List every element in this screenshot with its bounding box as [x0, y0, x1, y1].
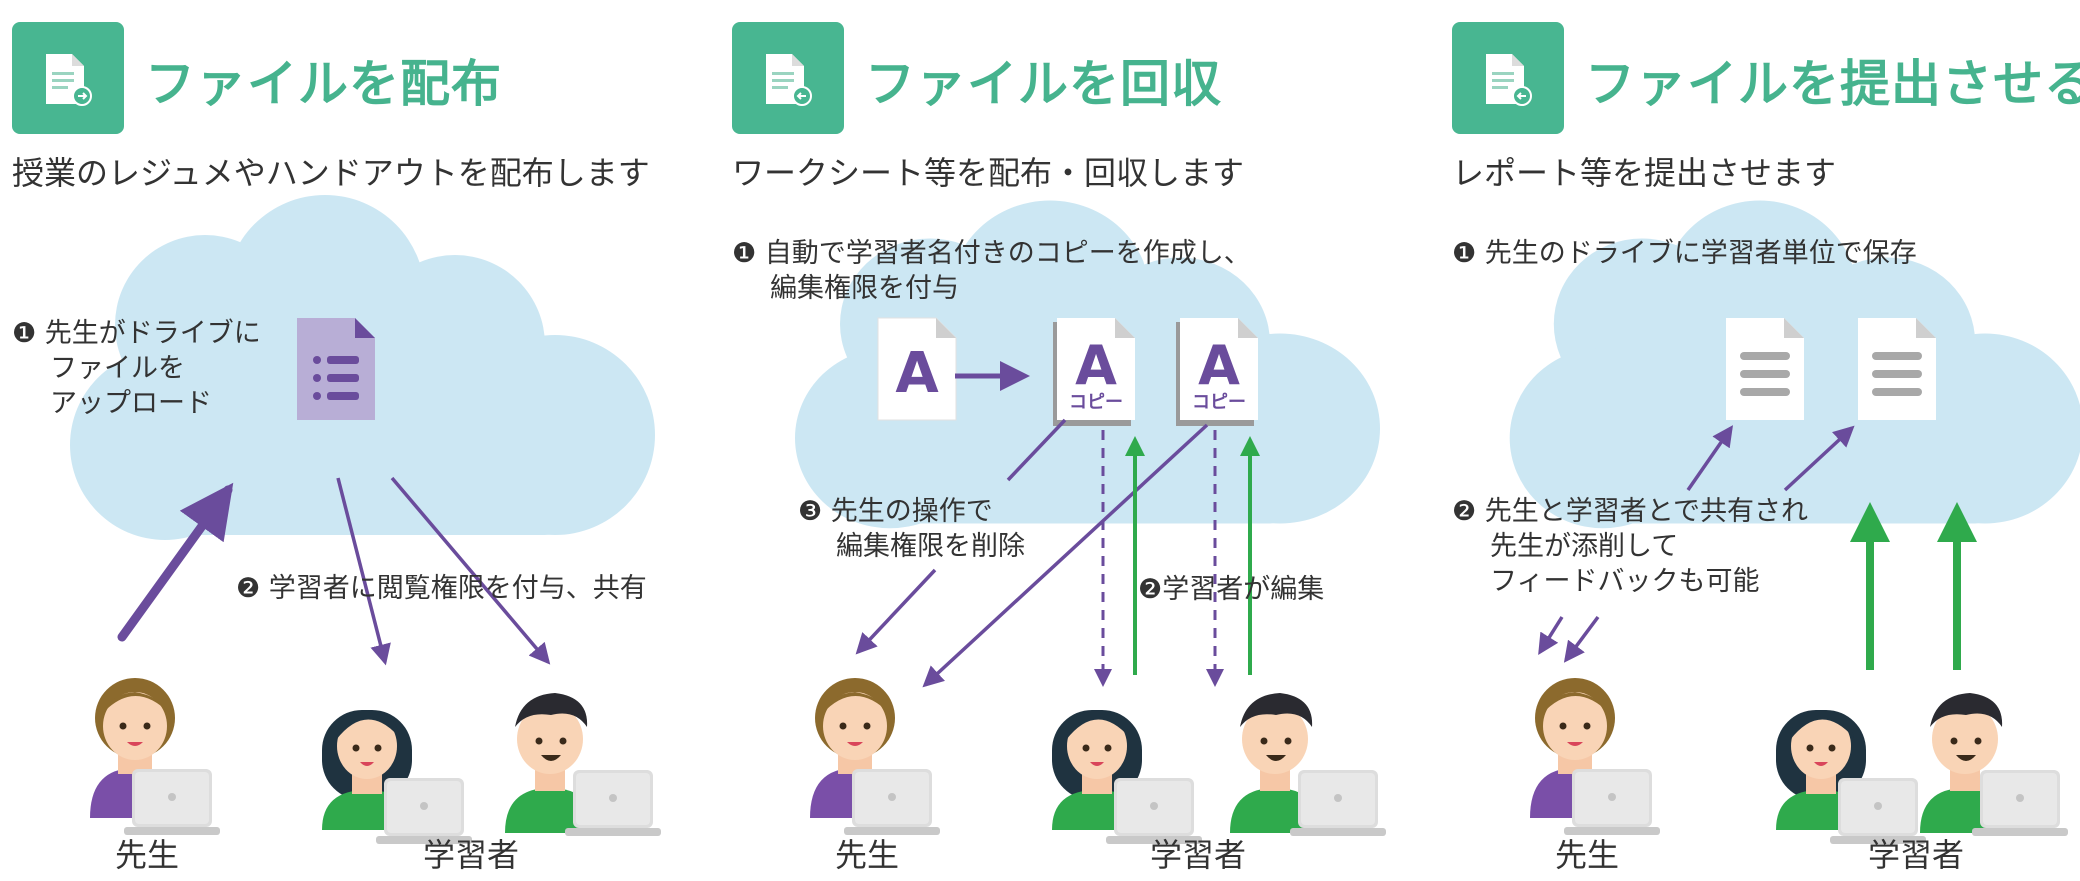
laptop-icon: [844, 769, 940, 835]
student-avatar: [505, 693, 595, 833]
teacher-label: 先生: [835, 836, 899, 874]
student-avatar: [1230, 693, 1320, 833]
svg-text:A: A: [1198, 334, 1240, 397]
panel-subtitle: 授業のレジュメやハンドアウトを配布します: [12, 154, 650, 192]
file-submit-icon: [1452, 22, 1564, 134]
step1-line2: ファイルを: [50, 353, 185, 384]
panel-distribute: ファイルを配布 授業のレジュメやハンドアウトを配布します ❶ 先生がドライブに …: [0, 0, 690, 881]
step1-line1: ❶ 先生がドライブに: [12, 318, 261, 349]
laptop-icon: [565, 770, 661, 836]
share-arrow: [390, 476, 551, 665]
laptop-icon: [1290, 770, 1386, 836]
share-arrow: [336, 477, 391, 666]
panel-subtitle: ワークシート等を配布・回収します: [732, 154, 1245, 192]
collect-diagram: ❶ 自動で学習者名付きのコピーを作成し、 編集権限を付与 A A コピー A コ…: [732, 200, 1386, 874]
step2-line1: ❷ 先生と学習者とで共有され: [1452, 496, 1808, 527]
file-send-icon: [12, 22, 124, 134]
doc-letter: A: [895, 341, 939, 406]
copy-label: コピー: [1192, 392, 1246, 413]
share-arrow: [1783, 425, 1855, 492]
step1-line2: 編集権限を付与: [770, 273, 959, 304]
students-label: 学習者: [423, 836, 519, 874]
teacher-label: 先生: [115, 836, 179, 874]
feedback-arrow: [1563, 615, 1600, 663]
students-label: 学習者: [1150, 836, 1246, 874]
upload-arrow: [117, 482, 234, 642]
submitted-document-icon: [1858, 318, 1936, 420]
remove-permission-arrow: [1006, 418, 1067, 482]
remove-permission-arrow: [922, 423, 1209, 688]
submitted-document-icon: [1726, 318, 1804, 420]
step2-label: ❷学習者が編集: [1138, 574, 1324, 605]
panel-title: ファイルを配布: [145, 55, 502, 113]
panel-title: ファイルを提出させる: [1585, 55, 2080, 113]
remove-permission-arrow: [855, 568, 937, 655]
laptop-icon: [1972, 770, 2068, 836]
student-avatar: [322, 710, 412, 830]
original-document-icon: A: [877, 317, 957, 421]
feedback-arrow: [1538, 616, 1564, 655]
laptop-icon: [1830, 778, 1926, 844]
panel-submit: ファイルを提出させる レポート等を提出させます ❶ 先生のドライブに学習者単位で…: [1440, 0, 2080, 881]
distribute-diagram: ❶ 先生がドライブに ファイルを アップロード ❷ 学習者に閲覧権限を付与、共有: [12, 195, 661, 874]
copy-document-icon: A コピー: [1176, 318, 1258, 426]
panel-collect: ファイルを回収 ワークシート等を配布・回収します ❶ 自動で学習者名付きのコピー…: [720, 0, 1410, 881]
step1-line3: アップロード: [50, 388, 212, 419]
laptop-icon: [376, 778, 472, 844]
share-arrow: [1686, 425, 1733, 491]
step2-label: ❷ 学習者に閲覧権限を付与、共有: [236, 573, 647, 604]
copy-document-icon: A コピー: [1053, 318, 1135, 426]
step1-line1: ❶ 自動で学習者名付きのコピーを作成し、: [732, 238, 1251, 269]
students-label: 学習者: [1868, 836, 1964, 874]
form-document-icon: [297, 318, 375, 420]
step2-line3: フィードバックも可能: [1490, 566, 1759, 597]
step3-line2: 編集権限を削除: [836, 531, 1025, 562]
laptop-icon: [124, 769, 220, 835]
panel-title: ファイルを回収: [865, 55, 1222, 113]
copy-label: コピー: [1069, 392, 1123, 413]
svg-text:A: A: [1075, 334, 1117, 397]
panel-subtitle: レポート等を提出させます: [1452, 154, 1837, 192]
submit-diagram: ❶ 先生のドライブに学習者単位で保存 ❷ 先生と学習者とで共有され 先生が添削し…: [1452, 200, 2080, 874]
laptop-icon: [1106, 778, 1202, 844]
step3-line1: ❸ 先生の操作で: [798, 496, 993, 527]
laptop-icon: [1564, 769, 1660, 835]
teacher-label: 先生: [1555, 836, 1619, 874]
step2-line2: 先生が添削して: [1490, 531, 1678, 562]
step1-label: ❶ 先生のドライブに学習者単位で保存: [1452, 238, 1917, 269]
file-collect-icon: [732, 22, 844, 134]
